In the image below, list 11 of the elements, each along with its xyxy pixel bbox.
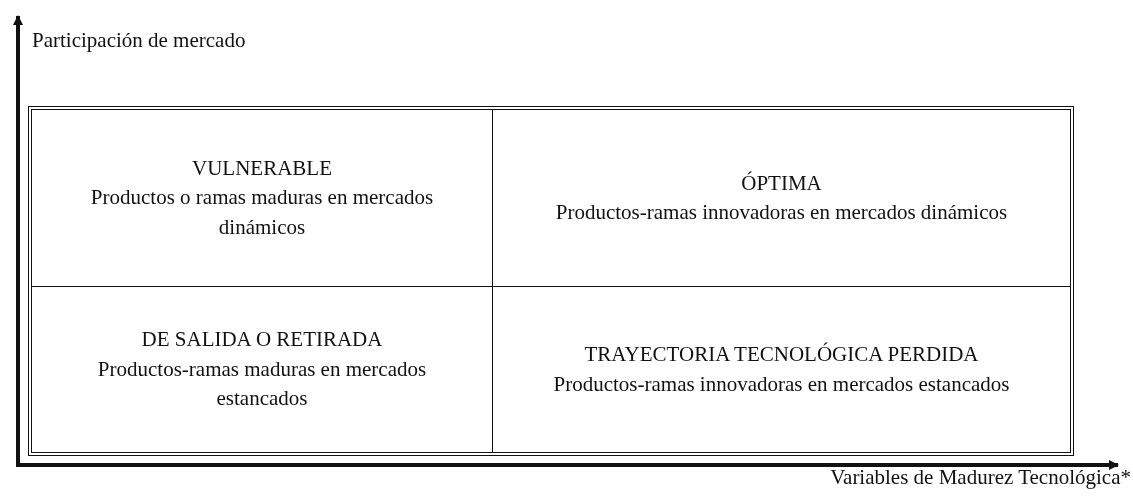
quadrant-description: Productos-ramas maduras en mercados estancados — [96, 355, 428, 413]
axis-label: Participación de mercado — [32, 28, 246, 53]
quadrant-title: TRAYECTORIA TECNOLÓGICA PERDIDA — [584, 341, 979, 369]
quadrant-title: ÓPTIMA — [741, 169, 822, 197]
quadrant-description: Productos o ramas maduras en mercados dinámicos — [89, 184, 435, 241]
quadrant-description: Productos-ramas innovadoras en mercados dinámicos — [555, 199, 1008, 226]
quadrant-description: Productos-ramas innovadoras en mercados estancados — [553, 370, 1010, 398]
axis-label: Variables de Madurez Tecnológica* — [830, 465, 1131, 490]
quadrant-cell — [32, 110, 493, 287]
quadrant-title: DE SALIDA O RETIRADA — [141, 326, 383, 354]
quadrant-title: VULNERABLE — [192, 154, 332, 182]
